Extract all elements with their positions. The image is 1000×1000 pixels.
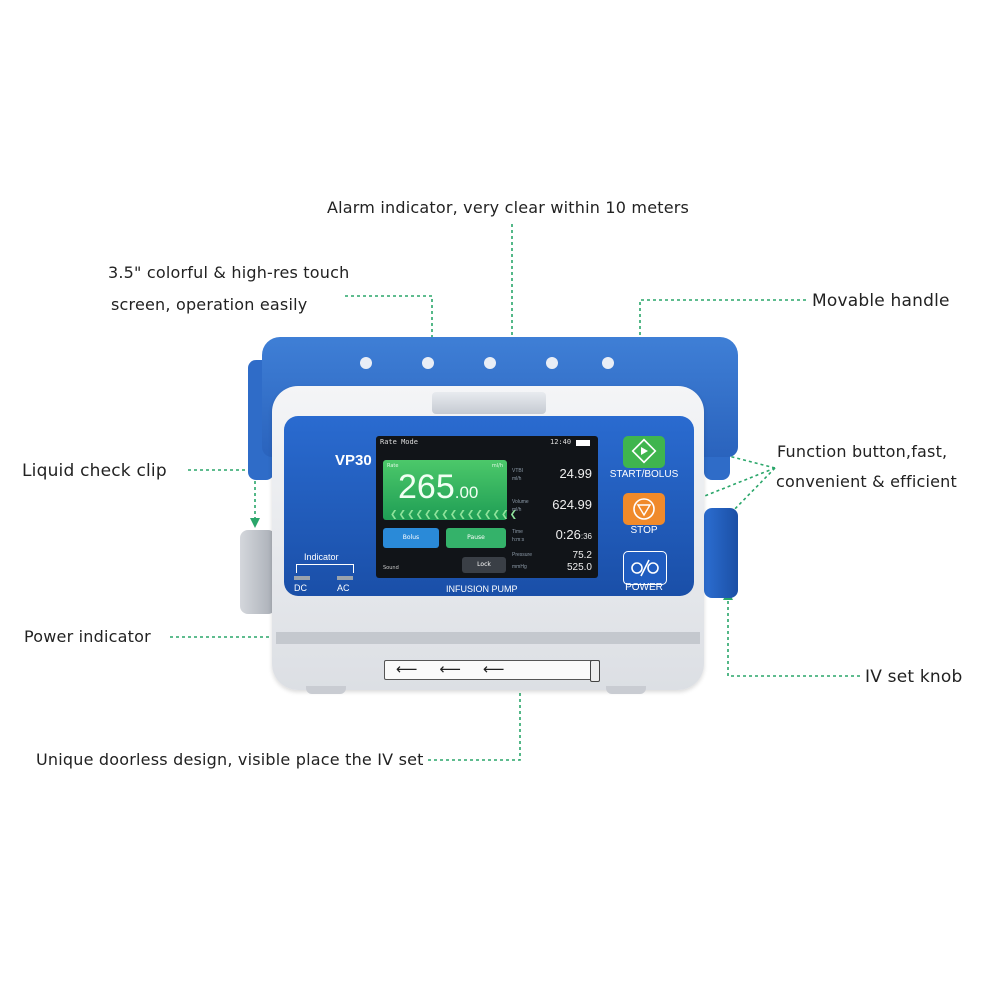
row-unit: mmHg [512,564,527,570]
screen-time: 12:40 [550,438,572,446]
bolus-button[interactable]: Bolus [383,528,439,548]
screen-row-time: Time h:m:s 0:26:36 [512,527,594,545]
ac-led [337,576,353,580]
lock-button[interactable]: Lock [462,557,506,573]
screen-row-volume: Volume ml/h 624.99 [512,497,594,515]
callout-handle: Movable handle [812,291,950,311]
start-bolus-label: START/BOLUS [609,469,679,480]
screen-row-vtbi: VTBI ml/h 24.99 [512,466,594,484]
row-value: 24.99 [559,466,592,481]
stop-icon [633,498,655,520]
flow-chevrons: ❮❮❮❮❮❮❮❮❮❮❮❮❮❮❮ [390,510,519,520]
rate-panel: Rate ml/h [383,460,507,520]
row-unit: h:m:s [512,537,525,543]
callout-power: Power indicator [24,627,151,646]
foot-right [606,686,646,694]
flow-arrows-icon: ⟵⟵⟵ [396,660,527,678]
callout-alarm: Alarm indicator, very clear within 10 me… [327,198,690,217]
liquid-check-clip[interactable] [240,530,276,614]
power-icon [631,559,659,577]
dc-label: DC [294,583,307,593]
foot-left [306,686,346,694]
start-bolus-button[interactable] [623,436,665,468]
time-seconds: :36 [580,532,592,541]
callout-clip: Liquid check clip [22,461,167,481]
callout-function-line1: Function button,fast, [777,442,948,461]
stop-button[interactable] [623,493,665,525]
row-unit: ml/h [512,476,522,482]
bolus-label: Bolus [402,534,420,541]
model-label: VP30 [335,452,372,469]
row-key: Pressure [512,552,533,558]
rate-int: 265 [398,468,455,506]
row-value: 0:26:36 [556,527,592,542]
dc-led [294,576,310,580]
iv-set-knob[interactable] [704,508,738,598]
row-key: Time [512,529,523,535]
arrowhead-clip [250,518,260,528]
row-value: 75.2 [572,550,592,561]
callout-knob: IV set knob [865,667,963,687]
pause-button[interactable]: Pause [446,528,506,548]
rate-dec: .00 [454,483,479,502]
battery-icon [576,440,590,446]
power-label: POWER [625,582,663,593]
lock-label: Lock [477,561,491,568]
row-key: VTBI [512,468,524,474]
indicator-title: Indicator [304,552,339,562]
rate-unit: ml/h [491,463,503,469]
rate-value: 265.00 [398,468,478,507]
sound-label: Sound [383,565,399,571]
infusion-pump-label: INFUSION PUMP [446,584,518,594]
iv-channel [276,632,700,644]
callout-function-line2: convenient & efficient [776,472,957,491]
screen-header: Rate Mode 12:40 [380,438,594,452]
stop-label: STOP [630,525,658,536]
indicator-bracket [296,564,354,573]
power-button[interactable] [623,551,667,585]
pause-label: Pause [467,534,485,541]
ac-label: AC [337,583,350,593]
screen-row-pressure: Pressure mmHg 75.2 525.0 [512,550,594,576]
callout-screen-line1: 3.5" colorful & high-res touch [108,263,350,282]
callout-doorless: Unique doorless design, visible place th… [36,750,424,769]
alarm-indicator [432,392,546,414]
rate-key: Rate [387,463,399,469]
row-value: 624.99 [552,497,592,512]
row-unit: ml/h [512,507,522,513]
drip-chamber-icon [590,660,600,682]
screen-mode: Rate Mode [380,438,418,446]
row-key: Volume [512,499,529,505]
callout-screen-line2: screen, operation easily [111,295,308,314]
row-value2: 525.0 [566,562,592,573]
time-main: 0:26 [555,527,581,542]
start-icon [631,438,657,464]
